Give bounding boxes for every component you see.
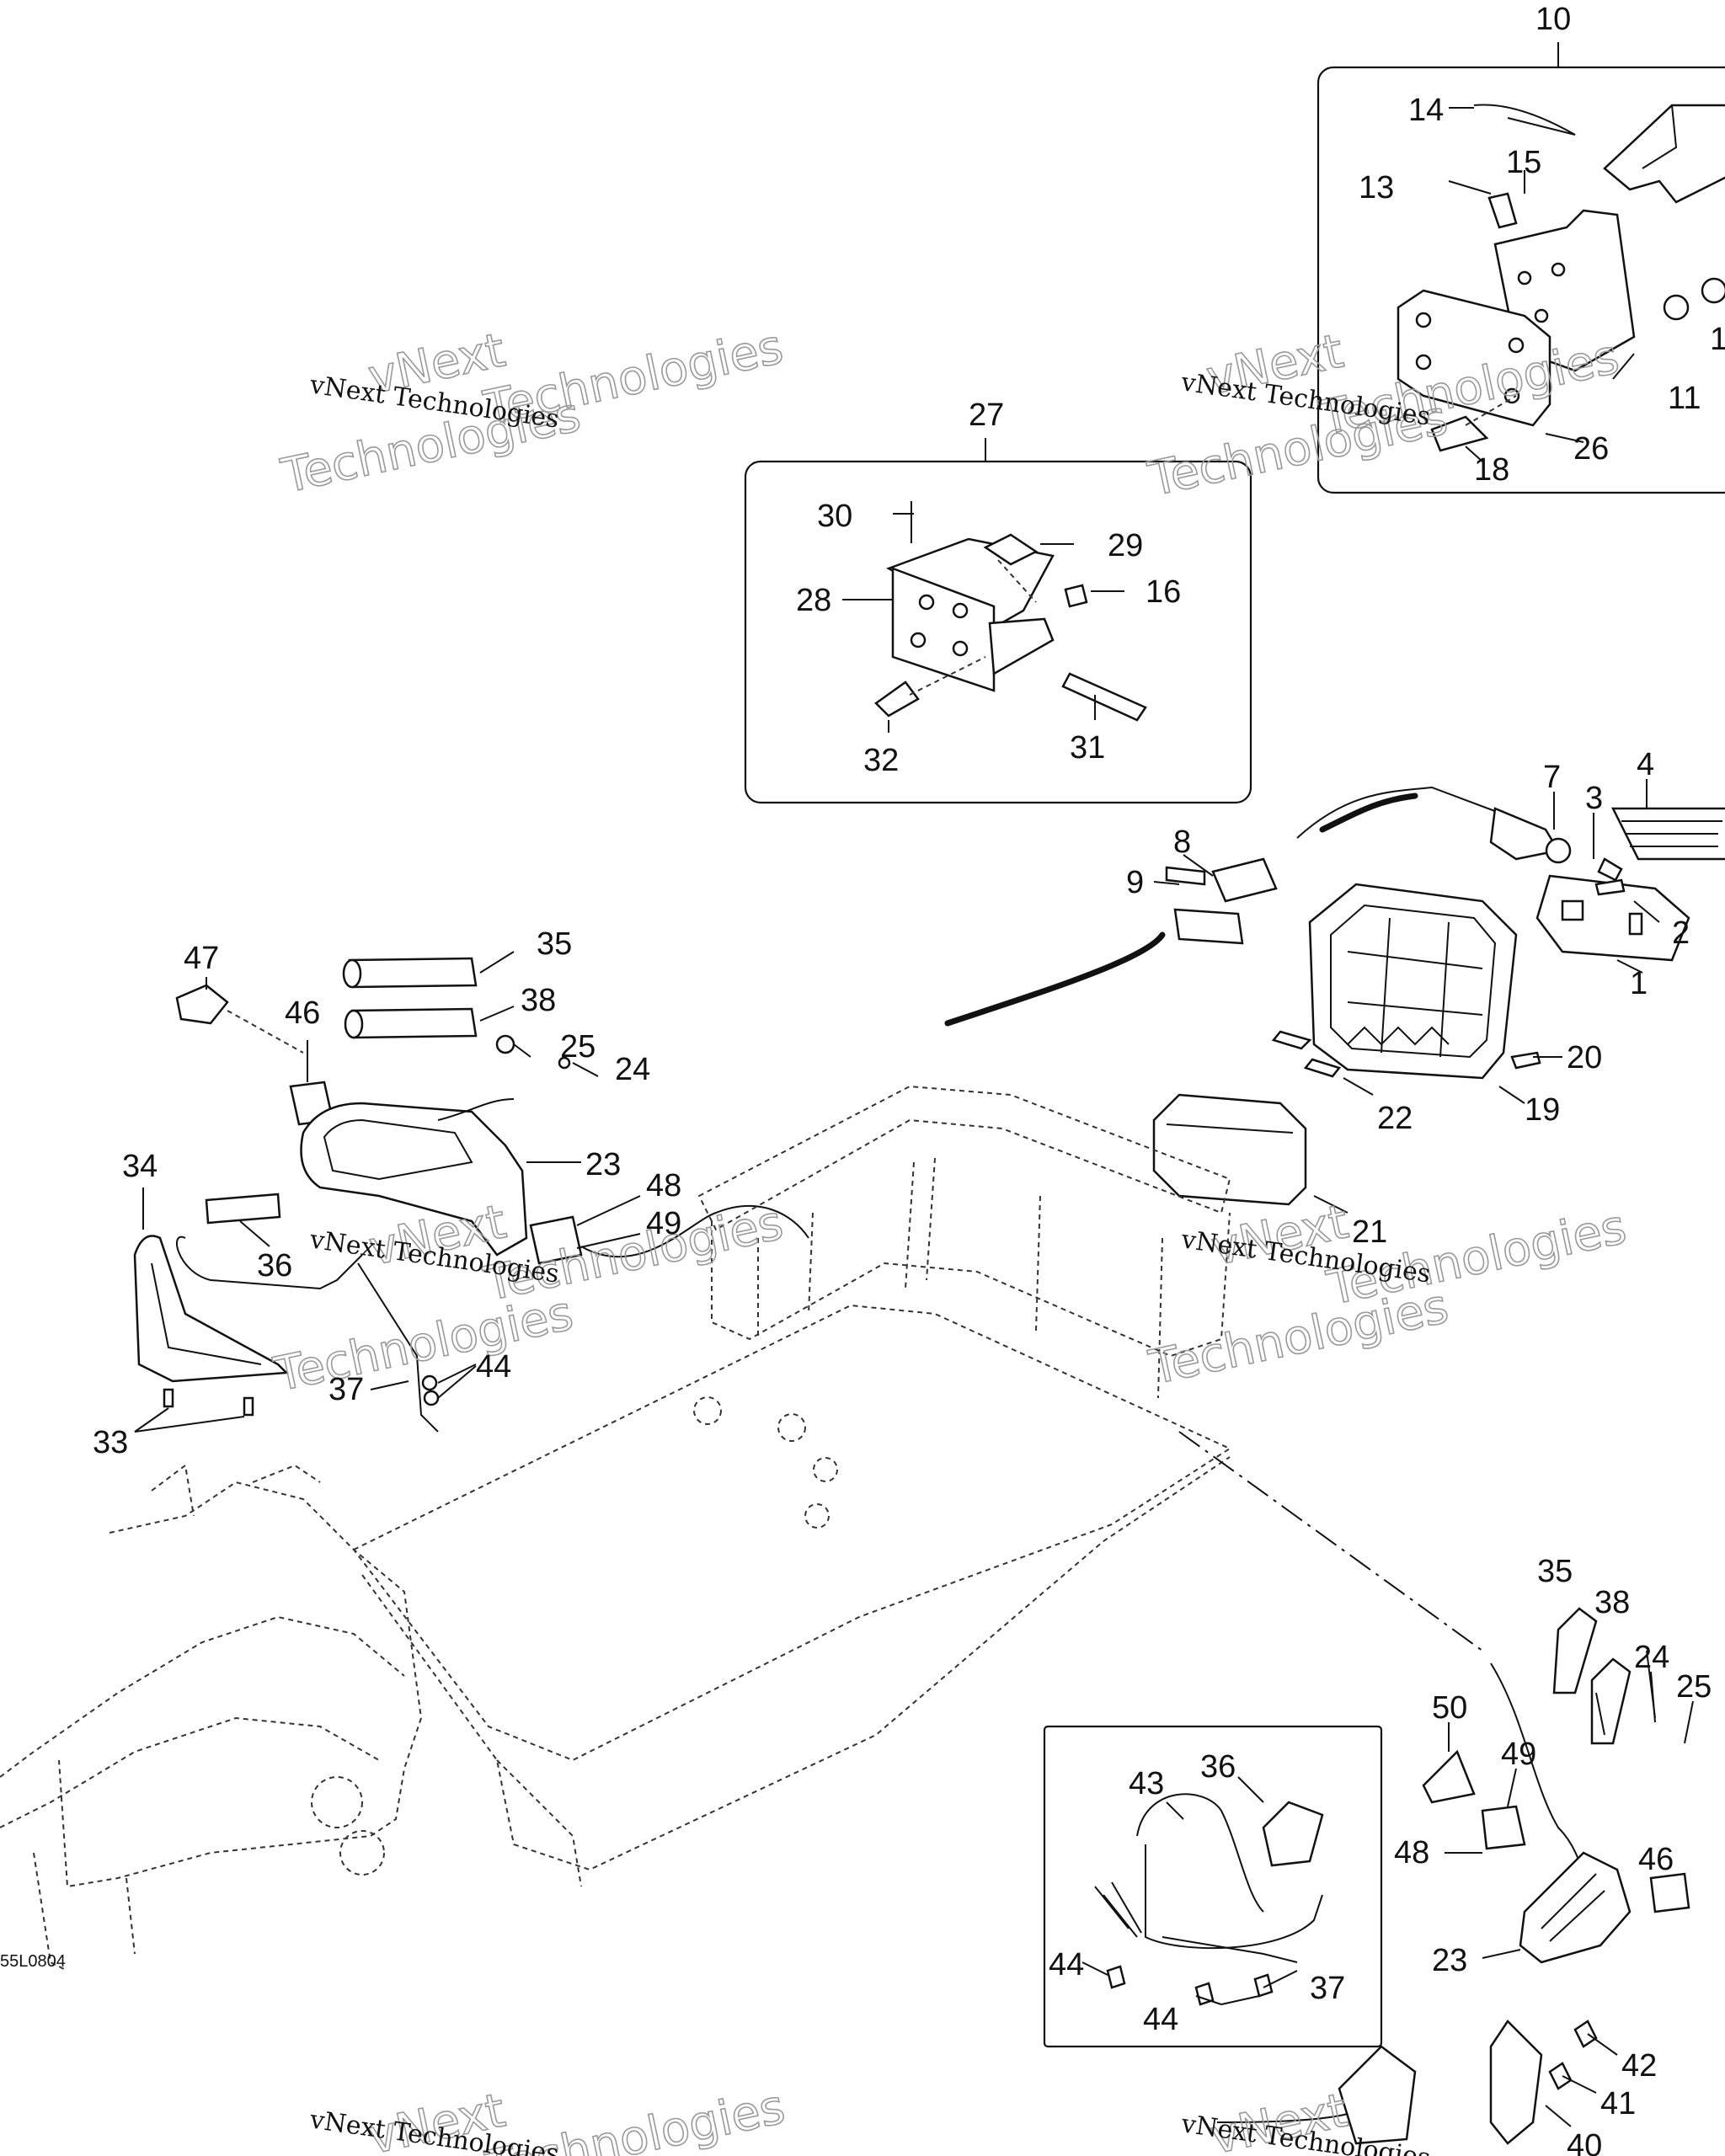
callout-36-right: 36 [1200,1749,1236,1785]
callout-24-left: 24 [615,1052,650,1087]
drawing-code: 55L0804 [0,1952,66,1971]
callout-48-right: 48 [1394,1835,1429,1870]
callout-32: 32 [863,743,899,778]
callout-38-right: 38 [1594,1585,1630,1620]
callout-50: 50 [1432,1690,1467,1726]
right-handle-parts [1216,1607,1690,2145]
callout-23-left: 23 [585,1147,621,1182]
callout-10: 10 [1535,2,1571,37]
callout-47: 47 [184,941,219,976]
callout-46-left: 46 [285,995,320,1031]
callout-9: 9 [1126,865,1144,900]
callout-23-right: 23 [1432,1943,1467,1978]
callout-11: 11 [1668,381,1701,416]
callout-49-right: 49 [1501,1737,1536,1772]
callout-18: 18 [1474,452,1509,488]
callout-43: 43 [1129,1766,1164,1801]
callout-1-partial: 1 [1710,322,1725,357]
callout-2: 2 [1672,915,1690,951]
callout-48-left: 48 [646,1168,681,1203]
callout-19: 19 [1525,1092,1560,1128]
taillight-parts [944,786,1725,1206]
callout-44-left: 44 [476,1349,511,1385]
callout-26: 26 [1573,431,1609,467]
bracket-kit-parts [874,501,1147,722]
hitch-kit-parts [1397,104,1725,452]
callout-41: 41 [1600,2086,1636,2121]
callout-3: 3 [1585,781,1603,816]
callout-labels: 10 14 13 15 11 26 18 1 27 30 29 28 16 32… [93,2,1725,2156]
callout-37-inset: 37 [1310,1971,1345,2006]
callout-30: 30 [817,499,852,534]
callout-13: 13 [1359,170,1394,205]
callout-34: 34 [122,1149,158,1184]
watermark-top-left: Technologies vNext Technologies vNext Te… [276,319,788,505]
callout-35-left: 35 [537,926,572,962]
callout-4: 4 [1637,747,1654,782]
cargo-rack-and-chassis [0,1085,1593,1972]
callout-42: 42 [1621,2048,1657,2084]
callout-44-inset-bottom: 44 [1143,2002,1178,2037]
callout-1: 1 [1630,966,1648,1001]
callout-44-inset-left: 44 [1049,1947,1084,1983]
callout-14: 14 [1408,93,1444,128]
callout-49-left: 49 [646,1206,681,1241]
callout-20: 20 [1567,1040,1602,1075]
callout-21: 21 [1352,1214,1387,1250]
callout-31: 31 [1070,730,1105,766]
callout-36-left: 36 [257,1248,292,1283]
watermark-middle-right: Technologies vNext Technologies vNext Te… [1144,1194,1632,1396]
callout-40: 40 [1567,2128,1602,2156]
callout-7: 7 [1543,760,1561,795]
callout-25-left: 25 [560,1029,595,1065]
callout-37-left: 37 [328,1372,364,1407]
leader-lines [134,42,1694,2127]
callout-38-left: 38 [521,983,556,1018]
callout-24-right: 24 [1634,1640,1669,1675]
callout-8: 8 [1173,825,1191,860]
callout-28: 28 [796,583,831,618]
callout-46-right: 46 [1638,1842,1674,1877]
callout-33: 33 [93,1425,128,1460]
callout-22: 22 [1377,1101,1413,1136]
left-handle-parts [133,957,809,1433]
callout-35-right: 35 [1537,1554,1573,1589]
watermark-bottom-left: vNext Technologies vNext Technologies [307,2079,790,2156]
callout-16: 16 [1146,574,1181,610]
callout-27: 27 [969,398,1004,433]
inset-harness-parts [1094,1793,1324,2006]
callout-29: 29 [1108,528,1143,563]
callout-25-right: 25 [1676,1669,1712,1705]
callout-15: 15 [1506,145,1541,180]
